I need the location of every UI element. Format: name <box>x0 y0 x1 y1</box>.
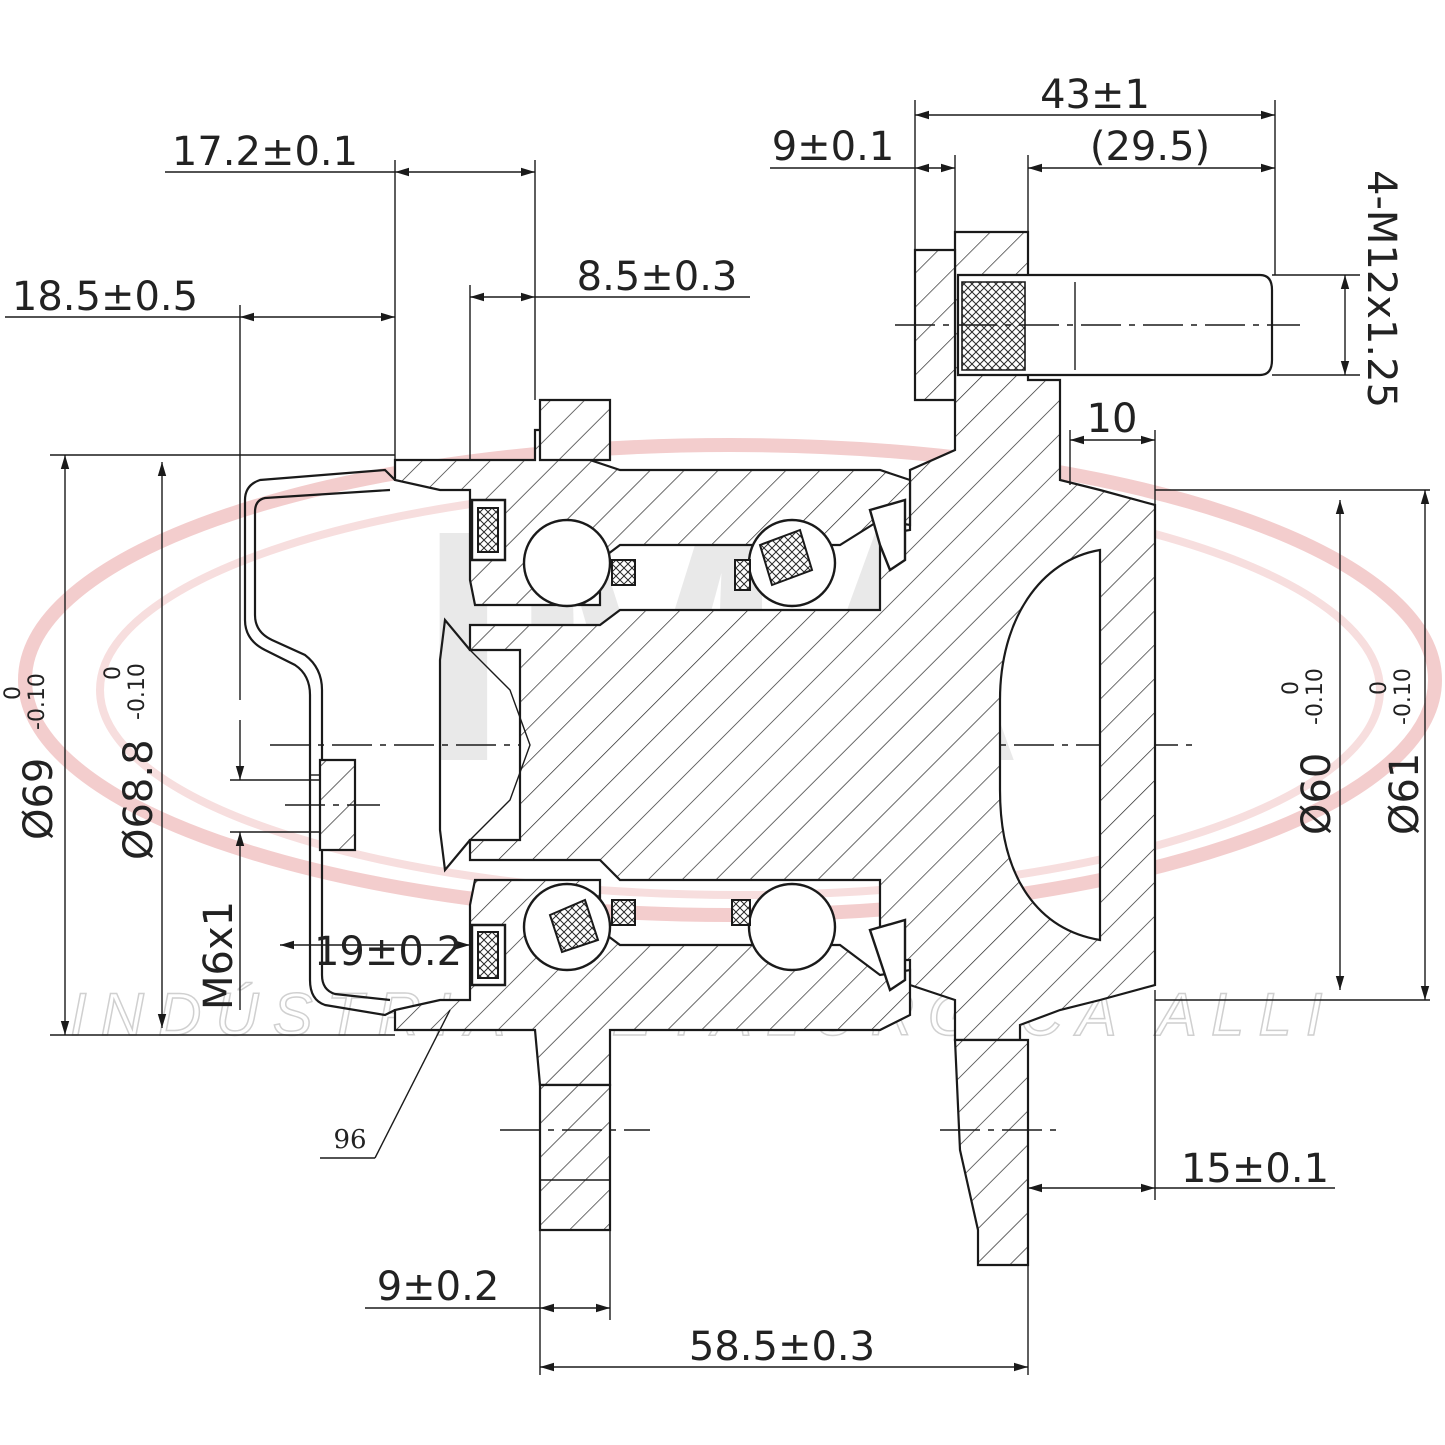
seal-upper-right <box>868 498 907 572</box>
inner-bore <box>438 617 471 873</box>
dim-stud-length: (29.5) <box>1090 124 1210 170</box>
ball-upper-inner <box>522 518 612 608</box>
dim-sensor-thread: M6x1 <box>196 901 242 1010</box>
dim-stud-thread: 4-M12x1.25 <box>1358 170 1404 408</box>
dim-15: 15±0.1 <box>1181 1146 1329 1192</box>
dia-69-main: Ø69 <box>16 758 62 840</box>
dia-61-label: Ø61 0 -0.10 <box>1367 668 1428 835</box>
flange-skirt-lower <box>953 1038 1030 1267</box>
dim-17-2: 17.2±0.1 <box>172 129 358 175</box>
dia-60-lower: -0.10 <box>1303 668 1328 725</box>
sensor-cap <box>243 468 396 1017</box>
cage-upper-left <box>611 559 636 586</box>
mounting-lug-upper <box>538 398 612 462</box>
sensor-cap-inner <box>253 488 391 1002</box>
dia-61-upper: 0 <box>1367 681 1392 695</box>
dia-60-label: Ø60 0 -0.10 <box>1279 668 1340 835</box>
stud-knurl <box>961 281 1026 371</box>
seal-upper-left-lip <box>477 507 499 553</box>
dim-18-5: 18.5±0.5 <box>12 274 198 320</box>
dia-61-main: Ø61 <box>1382 753 1428 835</box>
bore-cone <box>469 649 531 841</box>
cage-upper-outer <box>758 528 814 587</box>
cage-lower-left <box>611 899 636 926</box>
dim-8-5: 8.5±0.3 <box>577 254 738 300</box>
callout-96: 96 <box>333 1125 366 1155</box>
dim-9-bottom: 9±0.2 <box>377 1264 500 1310</box>
dim-10: 10 <box>1087 396 1138 442</box>
dia-69-lower: -0.10 <box>25 673 50 730</box>
dia-68-8-main: Ø68.8 <box>116 739 162 860</box>
mounting-lug-lower <box>538 1083 612 1232</box>
dia-68-8-label: Ø68.8 0 -0.10 <box>101 663 162 860</box>
seal-lower-left-lip <box>477 931 499 979</box>
dia-61-lower: -0.10 <box>1391 668 1416 725</box>
dia-60-main: Ø60 <box>1294 753 1340 835</box>
dia-68-8-lower: -0.10 <box>125 663 150 720</box>
dia-69-label: Ø69 0 -0.10 <box>1 673 62 840</box>
dia-69-upper: 0 <box>1 686 26 700</box>
hub-body <box>468 230 1157 1042</box>
cage-lower-right <box>731 899 751 926</box>
dim-58-5: 58.5±0.3 <box>689 1324 875 1370</box>
cage-upper-right <box>734 559 751 591</box>
ball-lower-outer <box>747 882 837 972</box>
dim-flange-thickness: 9±0.1 <box>772 124 895 170</box>
dim-19: 19±0.2 <box>314 929 462 975</box>
seal-lower-right <box>868 918 907 992</box>
dim-overall-width: 43±1 <box>1040 72 1150 118</box>
dia-68-8-upper: 0 <box>101 666 126 680</box>
cage-lower-inner <box>548 898 600 954</box>
dia-60-upper: 0 <box>1279 681 1304 695</box>
watermark-ring-outer <box>18 438 1442 922</box>
dimension-lines <box>5 100 1430 1375</box>
